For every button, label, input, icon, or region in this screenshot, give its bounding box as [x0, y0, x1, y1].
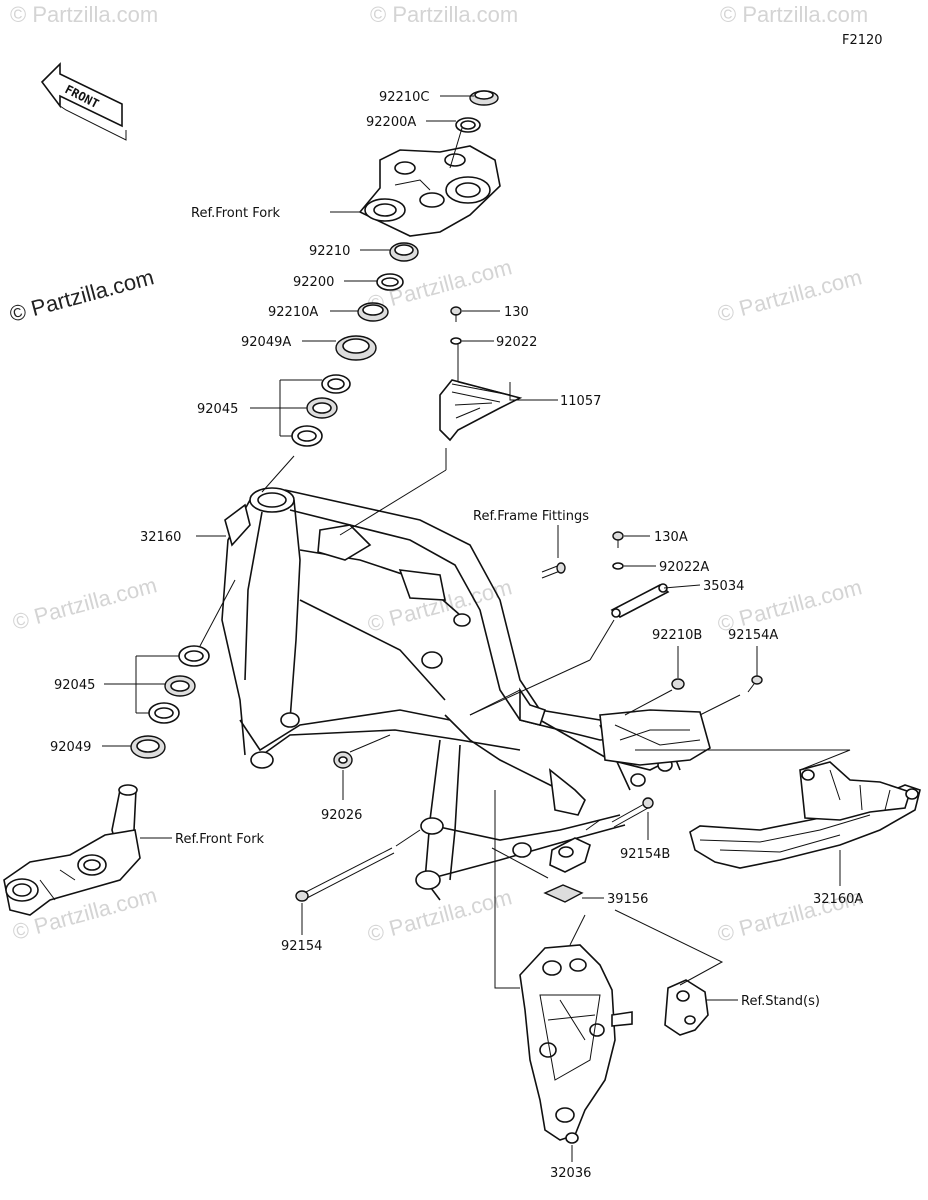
label-92045-top[interactable]: 92045: [197, 402, 238, 417]
bolt-130-icon: [450, 306, 462, 322]
link-35034-icon: [610, 583, 670, 618]
front-arrow-icon: FRONT: [40, 62, 127, 141]
diagram-code: F2120: [842, 33, 883, 48]
upper-triple-clamp-icon: [358, 145, 501, 237]
bearing-top-icon: [291, 374, 351, 447]
subframe-32160a-icon: [689, 761, 921, 869]
nut-92210-icon: [389, 242, 419, 262]
mount-icon: [549, 837, 591, 873]
label-92210[interactable]: 92210: [309, 244, 350, 259]
watermark: © Partzilla.com: [10, 2, 158, 27]
label-ref-front-fork-bottom[interactable]: Ref.Front Fork: [175, 832, 265, 847]
label-92200a[interactable]: 92200A: [366, 115, 416, 130]
label-92049a[interactable]: 92049A: [241, 335, 291, 350]
label-35034[interactable]: 35034: [703, 579, 744, 594]
long-bolt-92154-icon: [295, 847, 395, 902]
nut-92210b-icon: [671, 678, 685, 690]
label-92200[interactable]: 92200: [293, 275, 334, 290]
label-130[interactable]: 130: [504, 305, 529, 320]
nut-92210a-icon: [357, 302, 389, 322]
watermark-main: © Partzilla.com: [7, 264, 157, 327]
collar-92026-icon: [333, 751, 353, 769]
label-32160[interactable]: 32160: [140, 530, 181, 545]
watermark: © Partzilla.com: [715, 264, 865, 327]
label-ref-front-fork-top[interactable]: Ref.Front Fork: [191, 206, 281, 221]
label-92210a[interactable]: 92210A: [268, 305, 318, 320]
label-92045-bottom[interactable]: 92045: [54, 678, 95, 693]
main-frame-32160-icon: [221, 487, 711, 901]
leader-lines: [102, 95, 851, 1162]
frame-fitting-bolt-icon: [541, 562, 566, 579]
label-11057[interactable]: 11057: [560, 394, 601, 409]
label-92154a[interactable]: 92154A: [728, 628, 778, 643]
watermark: © Partzilla.com: [370, 2, 518, 27]
steering-stack: [291, 90, 501, 447]
plate-32036-icon: [519, 944, 633, 1144]
label-92154b[interactable]: 92154B: [620, 847, 670, 862]
bolt-92154a-icon: [747, 675, 763, 693]
label-ref-frame-fittings[interactable]: Ref.Frame Fittings: [473, 509, 589, 524]
lock-washer-92200-icon: [376, 273, 404, 291]
bolt-92154b-icon: [611, 797, 654, 828]
watermark: © Partzilla.com: [720, 2, 868, 27]
label-92210b[interactable]: 92210B: [652, 628, 702, 643]
label-32036[interactable]: 32036: [550, 1166, 591, 1181]
washer-92022-icon: [450, 337, 462, 345]
label-92022a[interactable]: 92022A: [659, 560, 709, 575]
label-92022[interactable]: 92022: [496, 335, 537, 350]
label-92026[interactable]: 92026: [321, 808, 362, 823]
label-39156[interactable]: 39156: [607, 892, 648, 907]
label-92049[interactable]: 92049: [50, 740, 91, 755]
watermark: © Partzilla.com: [10, 572, 160, 635]
nut-92210c-icon: [469, 90, 499, 106]
watermark: © Partzilla.com: [365, 884, 515, 947]
label-92210c[interactable]: 92210C: [379, 90, 429, 105]
lower-triple-clamp-icon: [3, 784, 141, 916]
label-92154[interactable]: 92154: [281, 939, 322, 954]
seal-92049a-icon: [335, 335, 377, 361]
washer-92022a-icon: [612, 562, 624, 570]
bearing-bottom-icon: [148, 645, 210, 724]
stand-bracket-icon: [664, 979, 709, 1036]
label-32160a[interactable]: 32160A: [813, 892, 863, 907]
seal-92049-icon: [130, 735, 166, 759]
pad-39156-icon: [543, 884, 584, 903]
bolt-130a-icon: [612, 531, 624, 548]
label-ref-stands[interactable]: Ref.Stand(s): [741, 994, 820, 1009]
washer-92200a-icon: [455, 117, 481, 133]
part-labels: 92210C 92200A Ref.Front Fork 92210 92200…: [50, 90, 863, 1181]
label-130a[interactable]: 130A: [654, 530, 688, 545]
